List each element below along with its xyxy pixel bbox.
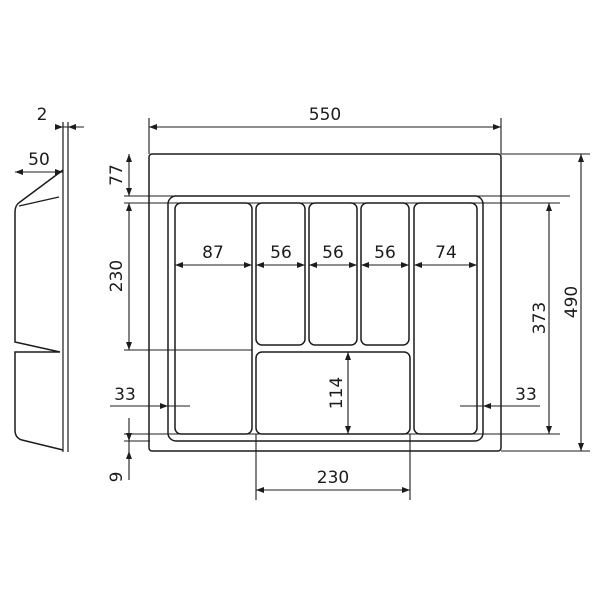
label-lower-height: 114 bbox=[327, 377, 347, 409]
dimension-labels: 2 50 550 77 230 490 373 114 87 56 56 56 … bbox=[28, 105, 582, 488]
label-upper-height: 230 bbox=[107, 260, 127, 292]
dimension-lines bbox=[15, 126, 582, 491]
label-bottom-gap: 9 bbox=[107, 472, 127, 483]
compartment-5 bbox=[413, 202, 478, 435]
plan-view bbox=[148, 153, 502, 452]
label-top-margin: 77 bbox=[107, 164, 127, 186]
label-compartment-1: 87 bbox=[202, 243, 224, 263]
label-lower-width: 230 bbox=[317, 468, 349, 488]
label-inner-height: 373 bbox=[530, 302, 550, 334]
label-compartment-3: 56 bbox=[322, 243, 344, 263]
label-right-offset: 33 bbox=[515, 385, 537, 405]
label-wall-thickness: 2 bbox=[37, 105, 48, 125]
label-compartment-4: 56 bbox=[374, 243, 396, 263]
extension-lines bbox=[124, 118, 590, 500]
profile-outline bbox=[14, 169, 64, 451]
label-total-width: 550 bbox=[309, 105, 341, 125]
side-profile-view bbox=[14, 122, 69, 452]
compartment-2 bbox=[255, 202, 306, 346]
arrowheads bbox=[15, 124, 584, 493]
label-total-height: 490 bbox=[562, 286, 582, 318]
compartment-4 bbox=[360, 202, 410, 346]
label-side-depth: 50 bbox=[28, 150, 50, 170]
label-compartment-5: 74 bbox=[435, 243, 457, 263]
label-compartment-2: 56 bbox=[270, 243, 292, 263]
compartment-3 bbox=[308, 202, 358, 346]
label-left-offset: 33 bbox=[114, 385, 136, 405]
compartment-1 bbox=[174, 202, 253, 435]
